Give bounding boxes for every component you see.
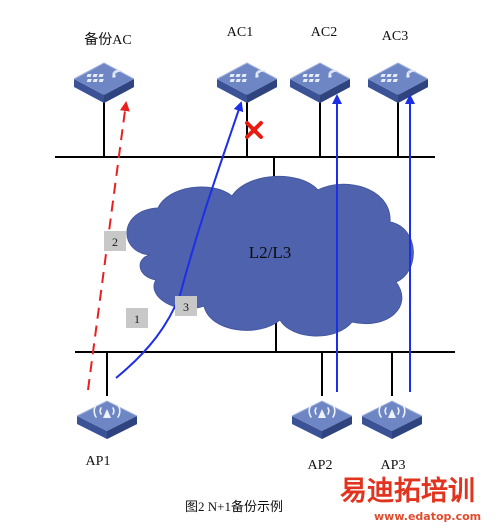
wireless-controller-icon: [289, 62, 351, 104]
wireless-controller-icon: [73, 62, 135, 104]
step-1-label: 1: [134, 312, 140, 326]
ap1-label: AP1: [86, 454, 111, 469]
wireless-controller-icon: [367, 62, 429, 104]
access-point-icon: [291, 400, 353, 440]
step-2-label: 2: [112, 235, 118, 249]
watermark-logo: 易迪拓培训: [340, 476, 475, 507]
access-point-icon: [361, 400, 423, 440]
backup-ac-label: 备份AC: [84, 31, 131, 48]
ap2-label: AP2: [308, 458, 333, 473]
l2-l3-cloud: [126, 175, 414, 337]
ac3-device[interactable]: [367, 62, 429, 104]
cloud-label: L2/L3: [249, 243, 292, 262]
ap3-label: AP3: [381, 458, 406, 473]
ac3-label: AC3: [382, 29, 408, 44]
step-1-badge: 1: [126, 308, 148, 328]
ap2-device[interactable]: [291, 400, 353, 440]
ac2-label: AC2: [311, 25, 337, 40]
ac1-device[interactable]: [216, 62, 278, 104]
x-mark-icon: [245, 121, 263, 139]
step-3-badge: 3: [175, 296, 197, 316]
ap1-device[interactable]: [76, 400, 138, 440]
watermark-url: www.edatop.com: [374, 510, 481, 523]
figure-caption: 图2 N+1备份示例: [185, 499, 283, 514]
backup-ac-device[interactable]: [73, 62, 135, 104]
step-3-label: 3: [183, 300, 189, 314]
ap1-to-ac1-path-arrow: [115, 101, 244, 379]
wireless-controller-icon: [216, 62, 278, 104]
ap3-device[interactable]: [361, 400, 423, 440]
ac1-label: AC1: [227, 25, 253, 40]
step-2-badge: 2: [104, 231, 126, 251]
access-point-icon: [76, 400, 138, 440]
ac2-device[interactable]: [289, 62, 351, 104]
